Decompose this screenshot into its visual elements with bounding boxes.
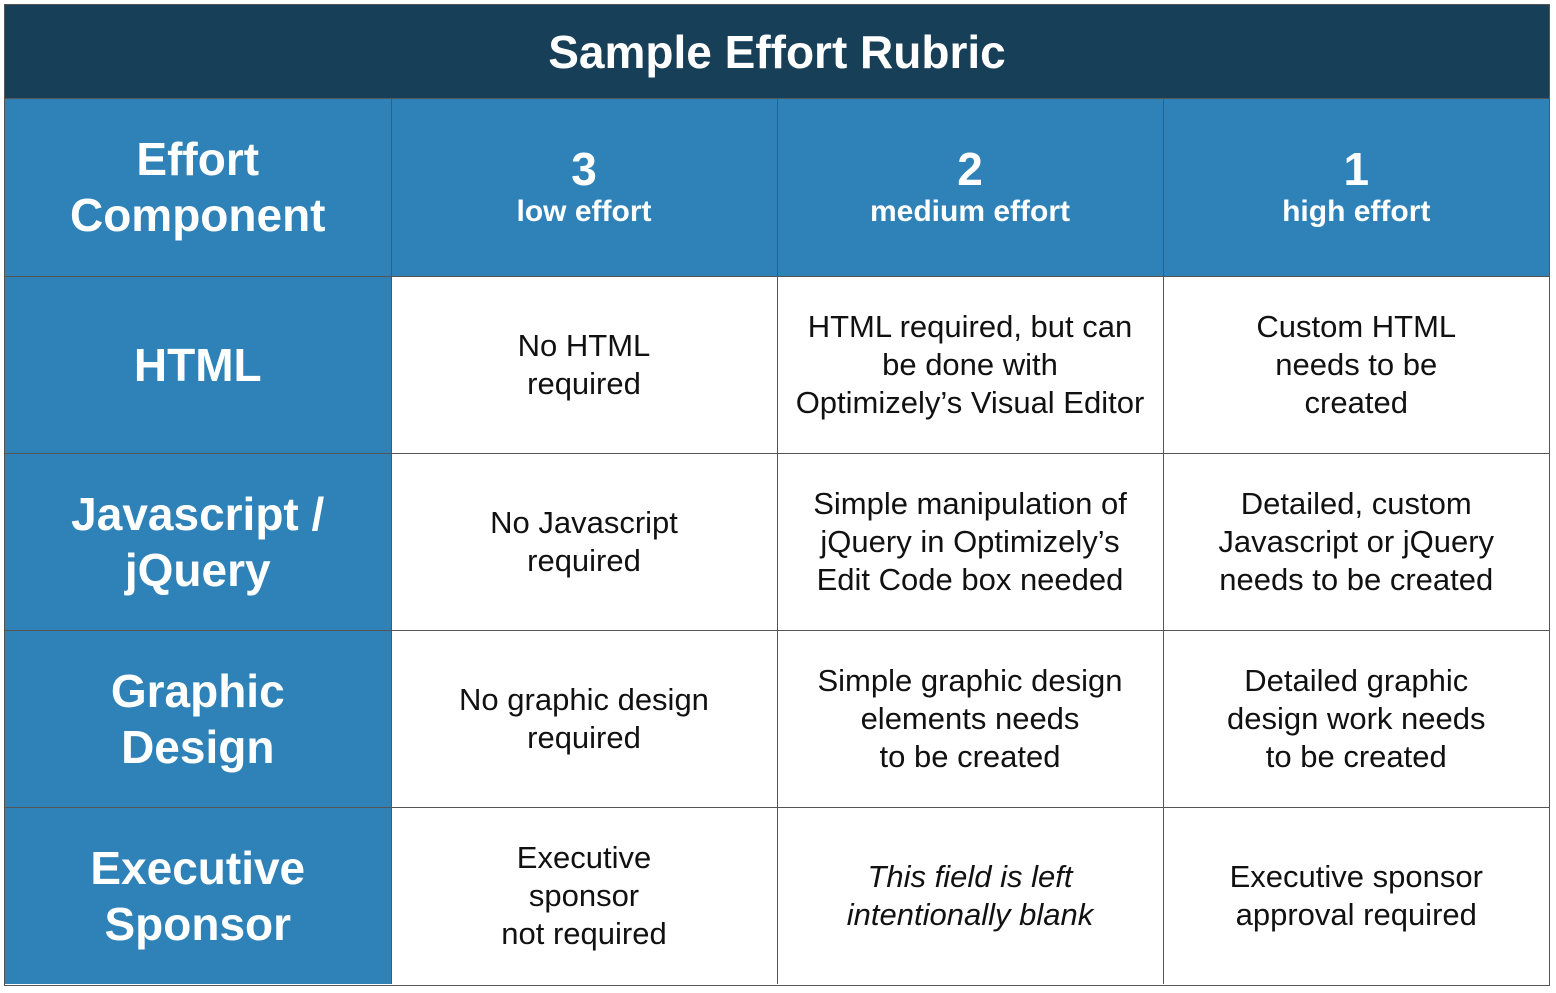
rubric-grid: Effort Component 3 low effort 2 medium e…	[5, 99, 1549, 984]
level-header-low: 3 low effort	[390, 99, 778, 277]
row-label-text: Javascript / jQuery	[71, 487, 325, 596]
cell-medium: Simple manipulation of jQuery in Optimiz…	[776, 452, 1164, 631]
cell-medium: This field is left intentionally blank	[776, 806, 1164, 984]
row-label-text: Executive Sponsor	[90, 841, 306, 950]
cell-low: No graphic design required	[390, 629, 778, 808]
row-javascript: Javascript / jQuery No Javascript requir…	[5, 452, 1549, 631]
row-executive-sponsor: Executive Sponsor Executive sponsor not …	[5, 806, 1549, 984]
row-label: HTML	[5, 275, 392, 454]
cell-low: No Javascript required	[390, 452, 778, 631]
component-header-label: Effort Component	[69, 133, 326, 242]
cell-medium: HTML required, but can be done with Opti…	[776, 275, 1164, 454]
row-label: Javascript / jQuery	[5, 452, 392, 631]
component-header: Effort Component	[5, 99, 392, 277]
row-label: Graphic Design	[5, 629, 392, 808]
cell-high: Detailed, custom Javascript or jQuery ne…	[1162, 452, 1549, 631]
cell-medium: Simple graphic design elements needs to …	[776, 629, 1164, 808]
cell-high: Detailed graphic design work needs to be…	[1162, 629, 1549, 808]
header-row: Effort Component 3 low effort 2 medium e…	[5, 99, 1549, 277]
rubric-title: Sample Effort Rubric	[5, 5, 1549, 99]
cell-low: Executive sponsor not required	[390, 806, 778, 984]
level-header-high: 1 high effort	[1162, 99, 1549, 277]
level-number: 2	[957, 143, 983, 196]
level-number: 1	[1343, 143, 1370, 196]
cell-low: No HTML required	[390, 275, 778, 454]
row-graphic-design: Graphic Design No graphic design require…	[5, 629, 1549, 808]
cell-high: Custom HTML needs to be created	[1162, 275, 1549, 454]
row-label-text: Graphic Design	[110, 664, 285, 773]
cell-high: Executive sponsor approval required	[1162, 806, 1549, 984]
level-header-medium: 2 medium effort	[776, 99, 1164, 277]
row-label: Executive Sponsor	[5, 806, 392, 984]
row-html: HTML No HTML required HTML required, but…	[5, 275, 1549, 454]
effort-rubric-table: Sample Effort Rubric Effort Component 3 …	[4, 4, 1550, 986]
row-label-text: HTML	[133, 338, 262, 391]
level-label: low effort	[516, 195, 652, 229]
level-number: 3	[571, 143, 597, 196]
level-label: high effort	[1282, 195, 1431, 229]
level-label: medium effort	[869, 195, 1070, 229]
